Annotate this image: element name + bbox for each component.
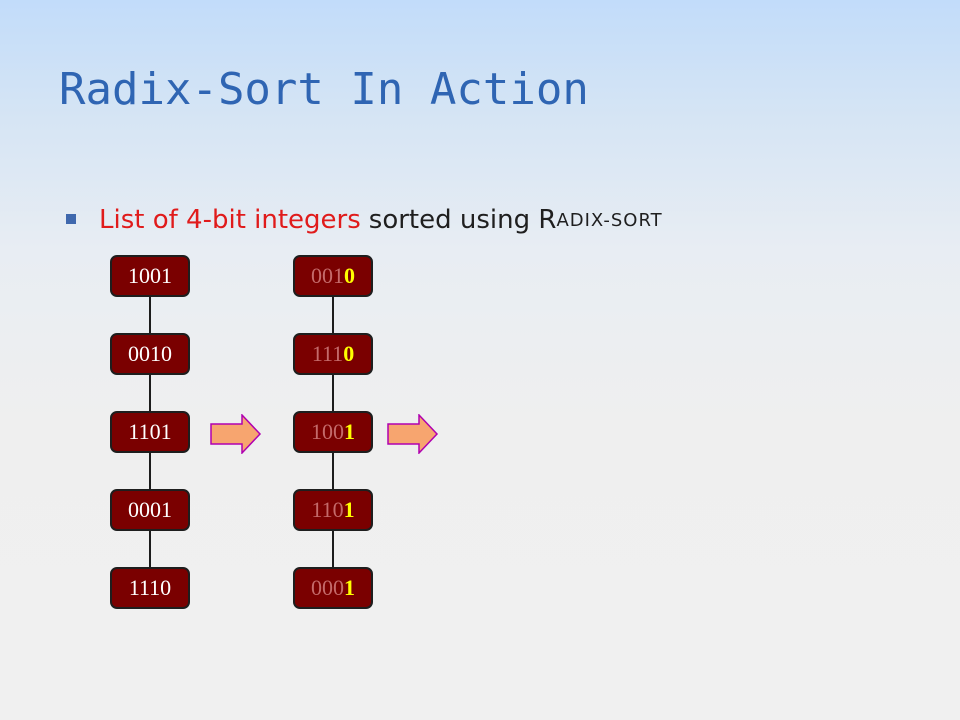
node-prefix: 000 [311, 575, 344, 600]
list-link [332, 453, 334, 489]
list-link [149, 375, 151, 411]
list-input: 1001 0010 1101 0001 1110 [110, 255, 190, 625]
node-prefix: 111 [311, 341, 344, 366]
list-link [149, 531, 151, 567]
node-value: 0010 [128, 341, 172, 366]
list-link [149, 297, 151, 333]
list-node: 1001 [110, 255, 190, 297]
list-link [332, 297, 334, 333]
square-bullet-icon [66, 214, 76, 224]
node-value: 0001 [128, 497, 172, 522]
list-node: 1110 [110, 567, 190, 609]
node-sort-digit: 0 [344, 263, 355, 288]
list-link [332, 531, 334, 567]
slide-title: Radix-Sort In Action [59, 64, 589, 115]
node-prefix: 001 [311, 263, 344, 288]
list-node: 0001 [110, 489, 190, 531]
node-value: 1110 [128, 575, 172, 600]
bullet-highlight-text: List of 4-bit integers [99, 205, 361, 235]
bullet-text: sorted using R [368, 205, 557, 235]
list-node: 0010 [110, 333, 190, 375]
node-value: 1001 [128, 263, 172, 288]
list-link [149, 453, 151, 489]
node-sort-digit: 0 [343, 341, 355, 366]
node-prefix: 110 [311, 497, 344, 522]
bullet-smallcaps-text: ADIX-SORT [556, 209, 663, 231]
node-sort-digit: 1 [343, 497, 355, 522]
list-node: 1101 [110, 411, 190, 453]
right-arrow-icon [210, 414, 262, 454]
right-arrow-icon [387, 414, 439, 454]
node-sort-digit: 1 [344, 575, 355, 600]
node-prefix: 100 [311, 419, 344, 444]
list-link [332, 375, 334, 411]
node-sort-digit: 1 [344, 419, 355, 444]
node-value: 1101 [128, 419, 172, 444]
